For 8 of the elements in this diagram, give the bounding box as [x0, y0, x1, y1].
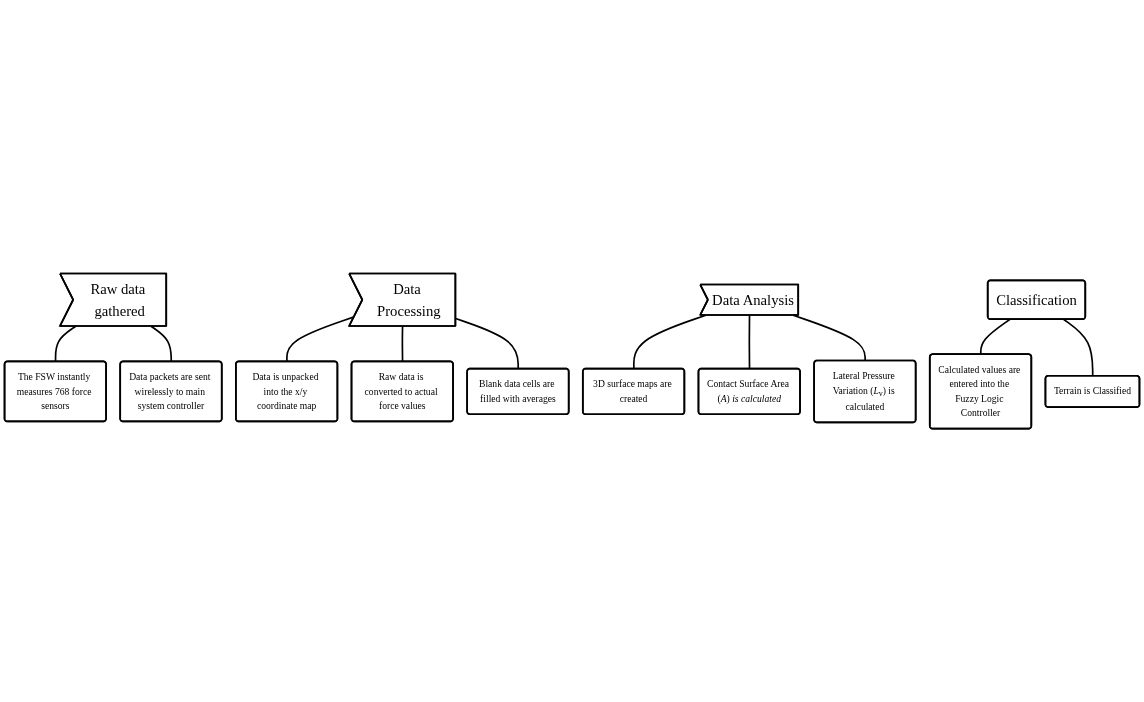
connector	[979, 318, 1011, 356]
connector	[454, 317, 520, 370]
connector	[150, 325, 173, 363]
connector	[1062, 318, 1094, 377]
connector	[286, 316, 355, 363]
connector	[401, 325, 404, 363]
connector	[54, 325, 77, 363]
connector	[748, 314, 751, 370]
